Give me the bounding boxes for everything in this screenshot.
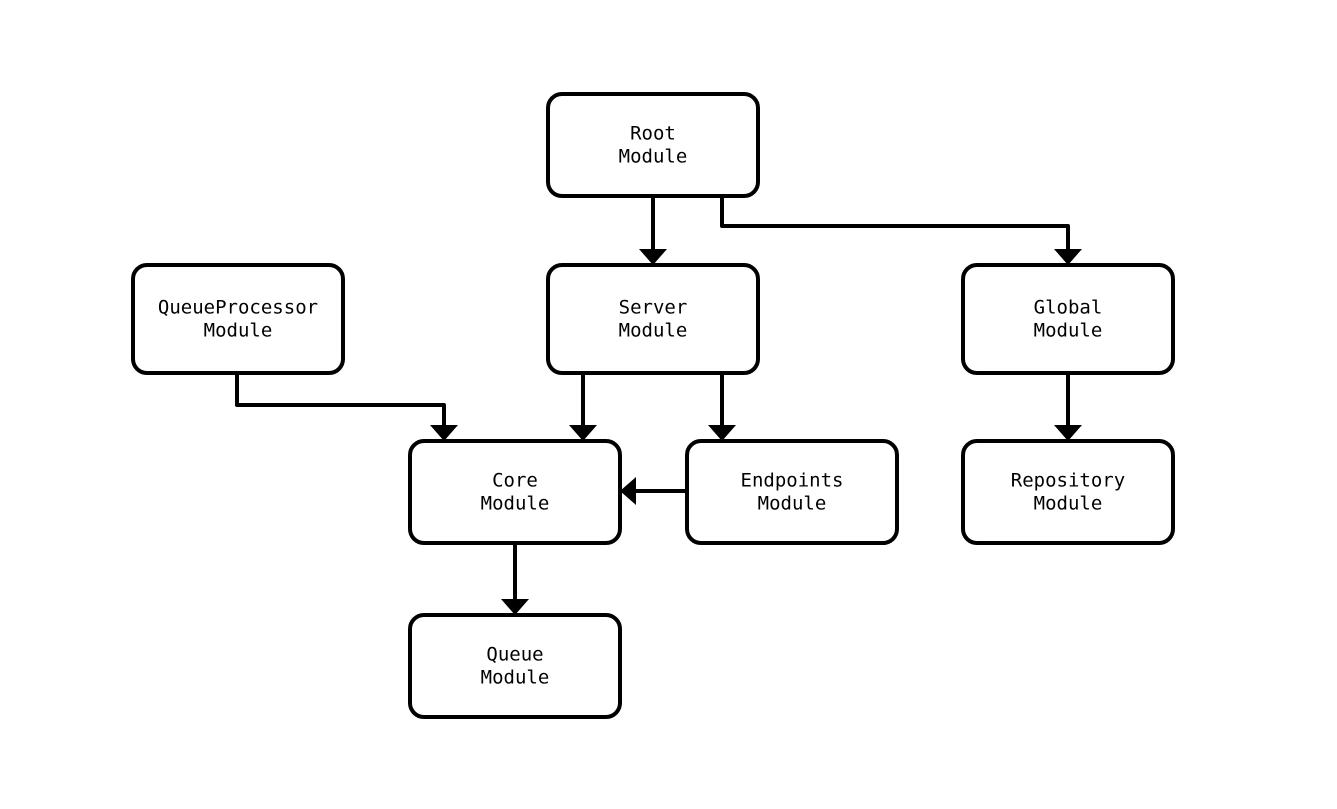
node-label-line1: Root: [630, 123, 676, 145]
edge-core-to-queue: [501, 543, 529, 615]
edge-line: [235, 373, 446, 429]
node-label-line2: Module: [758, 493, 827, 515]
edges-layer: [235, 196, 1082, 615]
edge-server-to-core: [569, 373, 597, 441]
node-label-line2: Module: [1034, 493, 1103, 515]
nodes-layer: RootModuleQueueProcessorModuleServerModu…: [131, 92, 1175, 719]
node-label-line2: Module: [619, 320, 688, 342]
node-label-line1: Core: [492, 470, 538, 492]
node-label-line1: Queue: [486, 644, 543, 666]
edge-queueprocessor-to-core: [235, 373, 458, 441]
node-label-line1: Global: [1034, 297, 1103, 319]
node-label-line1: QueueProcessor: [158, 297, 318, 319]
node-label-line2: Module: [481, 493, 550, 515]
node-label-line2: Module: [481, 667, 550, 689]
node-label-line2: Module: [619, 146, 688, 168]
node-label-line1: Server: [619, 297, 688, 319]
node-label-line1: Endpoints: [741, 470, 844, 492]
node-box[interactable]: [131, 263, 345, 375]
arrowhead-down: [430, 425, 458, 441]
node-box[interactable]: [546, 92, 760, 198]
node-box[interactable]: [408, 439, 622, 545]
arrowhead-down: [639, 249, 667, 265]
node-label-line1: Repository: [1011, 470, 1125, 492]
arrowhead-down: [501, 599, 529, 615]
node-box[interactable]: [961, 439, 1175, 545]
node-label-line2: Module: [204, 320, 273, 342]
edge-global-to-repository: [1054, 373, 1082, 441]
edge-endpoints-to-core: [620, 477, 687, 505]
edge-line: [720, 196, 1070, 253]
edge-server-to-endpoints: [708, 373, 736, 441]
arrowhead-down: [1054, 425, 1082, 441]
edge-root-to-server: [639, 196, 667, 265]
arrowhead-down: [708, 425, 736, 441]
edge-root-to-global: [720, 196, 1082, 265]
arrowhead-left: [620, 477, 636, 505]
arrowhead-down: [569, 425, 597, 441]
node-box[interactable]: [408, 613, 622, 719]
node-box[interactable]: [546, 263, 760, 375]
node-box[interactable]: [685, 439, 899, 545]
arrowhead-down: [1054, 249, 1082, 265]
node-box[interactable]: [961, 263, 1175, 375]
node-label-line2: Module: [1034, 320, 1103, 342]
